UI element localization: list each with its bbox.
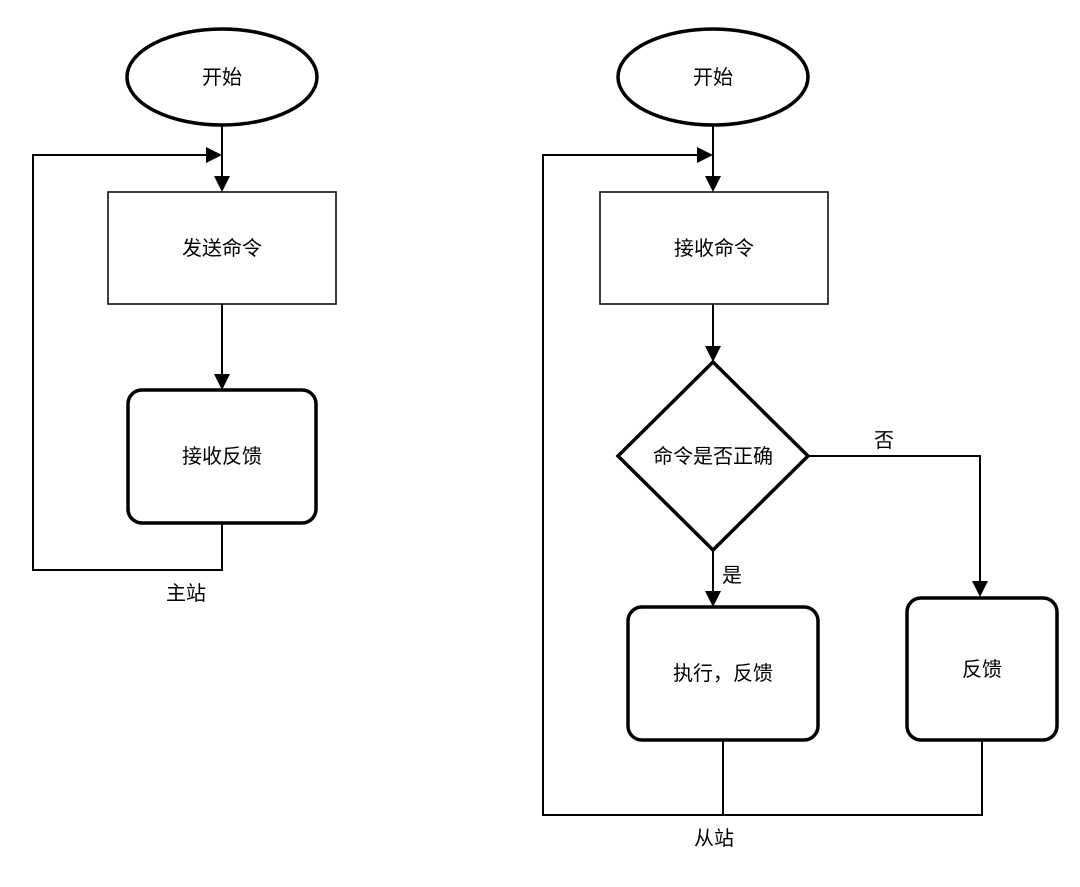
- master-receive-feedback-node: [126, 388, 318, 525]
- edge-slave-decision-no: [808, 455, 981, 583]
- slave-start-label: 开始: [693, 65, 733, 89]
- arrowhead-slave-decision: [705, 346, 721, 362]
- slave-receive-command-node: [599, 191, 829, 305]
- master-send-command-label: 发送命令: [182, 236, 262, 260]
- slave-feedback-label: 反馈: [962, 657, 1002, 681]
- arrowhead-slave-feedback: [972, 581, 988, 597]
- slave-receive-command-label: 接收命令: [674, 236, 754, 260]
- slave-flow: 开始 接收命令 命令是否正确 是 否 执行，反馈 反馈 从站: [542, 27, 1059, 850]
- arrowhead-master-send: [214, 176, 230, 192]
- slave-decision-label: 命令是否正确: [653, 444, 773, 468]
- arrowhead-slave-loop: [697, 147, 713, 163]
- master-send-command-node: [107, 191, 337, 305]
- arrowhead-slave-execute: [705, 591, 721, 607]
- slave-yes-label: 是: [722, 563, 742, 587]
- slave-start-node: [616, 27, 810, 127]
- slave-execute-feedback-label: 执行，反馈: [673, 661, 773, 685]
- master-caption: 主站: [166, 581, 206, 605]
- slave-no-label: 否: [874, 428, 894, 452]
- master-receive-feedback-label: 接收反馈: [182, 444, 262, 468]
- arrowhead-master-loop: [206, 147, 222, 163]
- master-start-node: [125, 27, 319, 127]
- master-flow: 开始 发送命令 接收反馈 主站: [32, 27, 337, 605]
- master-start-label: 开始: [202, 65, 242, 89]
- slave-feedback-node: [905, 596, 1059, 742]
- arrowhead-master-receive: [214, 374, 230, 390]
- edge-master-loop-back: [32, 154, 223, 571]
- edge-slave-feedback-loop: [542, 154, 983, 816]
- slave-caption: 从站: [694, 826, 734, 850]
- slave-execute-feedback-node: [626, 605, 820, 742]
- slave-decision-node: [615, 359, 811, 553]
- arrowhead-slave-receive: [705, 176, 721, 192]
